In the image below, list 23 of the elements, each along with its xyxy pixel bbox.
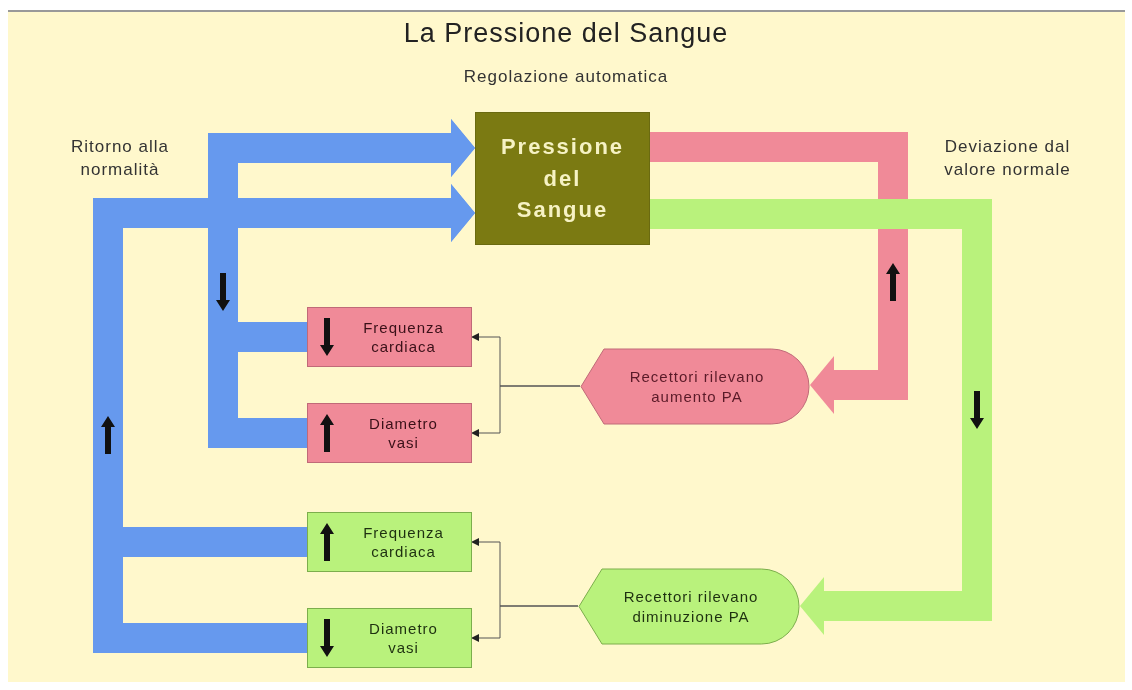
display-shape bbox=[580, 348, 810, 425]
annotation-label: Deviazione dal valore normale bbox=[943, 136, 1072, 181]
flow-arrow bbox=[93, 184, 475, 653]
node-label: Frequenza cardiaca bbox=[362, 522, 445, 562]
node-label: Recettori rilevano aumento PA bbox=[628, 367, 766, 406]
effect-box bbox=[307, 608, 472, 668]
display-shape bbox=[578, 568, 800, 645]
subtitle: Regolazione automatica bbox=[462, 66, 670, 88]
flow-arrow bbox=[650, 199, 992, 635]
process-box bbox=[475, 112, 650, 245]
connector-arrow bbox=[471, 605, 579, 642]
annotation-label: Ritorno alla normalità bbox=[70, 136, 170, 181]
effect-box bbox=[307, 307, 472, 367]
title: La Pressione del Sangue bbox=[402, 18, 730, 49]
node-label: Frequenza cardiaca bbox=[362, 317, 445, 357]
connector-arrow bbox=[471, 385, 581, 437]
effect-box bbox=[307, 512, 472, 572]
node-label: Diametro vasi bbox=[368, 618, 439, 658]
flow-arrow bbox=[650, 132, 908, 414]
node-label: Diametro vasi bbox=[368, 413, 439, 453]
effect-box bbox=[307, 403, 472, 463]
node-label: Recettori rilevano diminuzione PA bbox=[622, 587, 760, 626]
node-label: Pressione del Sangue bbox=[499, 132, 626, 225]
